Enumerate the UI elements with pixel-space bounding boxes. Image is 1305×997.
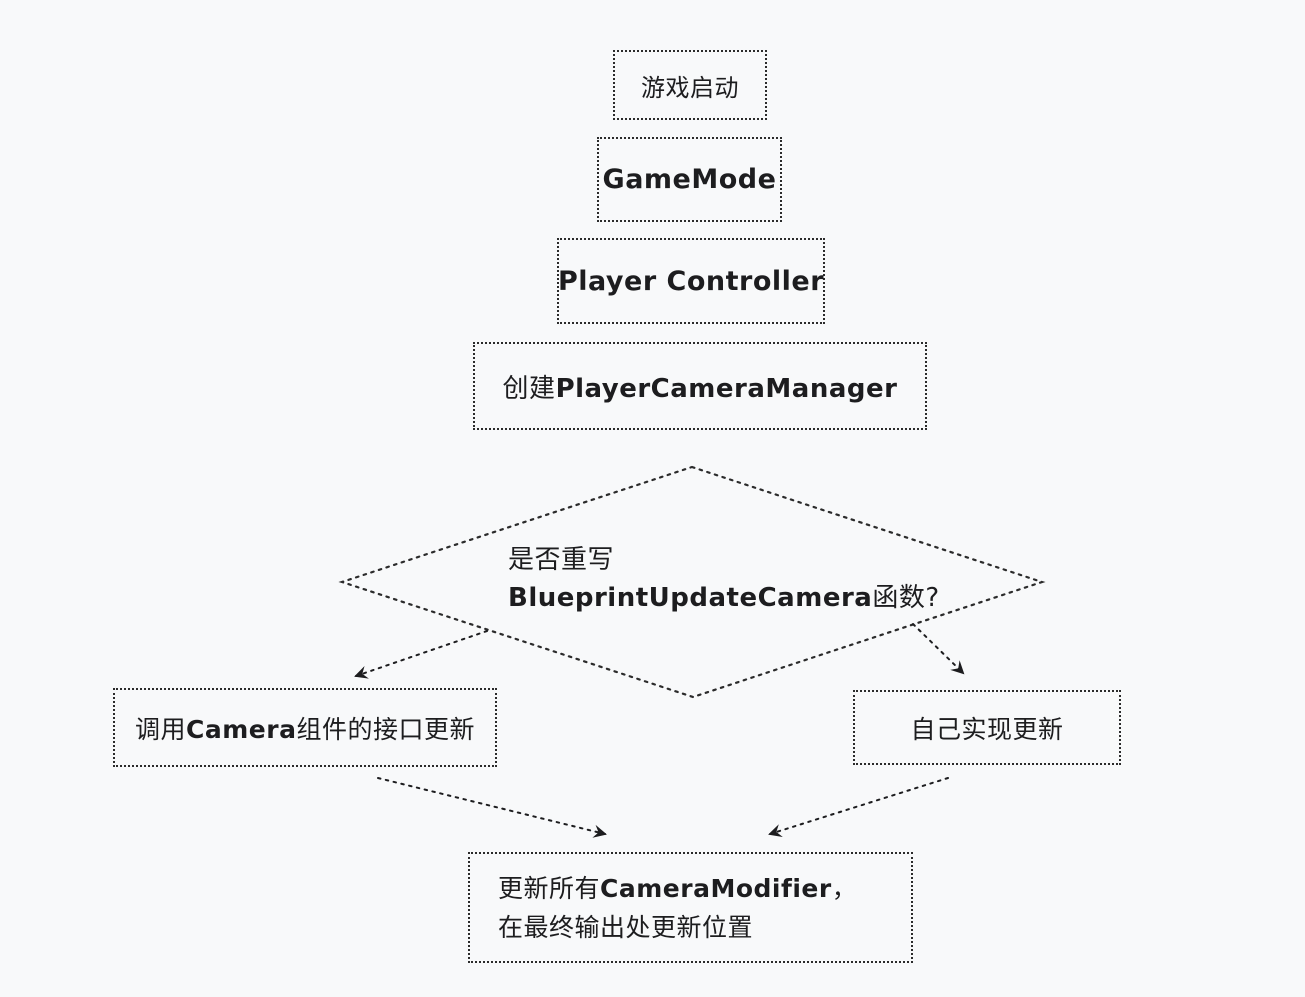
label-code: PlayerCameraManager bbox=[555, 373, 898, 404]
node-self-implement-update-label: 自己实现更新 bbox=[910, 714, 1064, 744]
decision-line2-code: BlueprintUpdateCamera bbox=[508, 583, 873, 613]
label-suffix-cn: 组件的接口更新 bbox=[296, 714, 475, 744]
label-code: Camera bbox=[186, 714, 297, 744]
node-gamemode: GameMode bbox=[597, 137, 782, 222]
decision-line1: 是否重写 bbox=[508, 545, 615, 575]
update-modifiers-line1: 更新所有CameraModifier， bbox=[498, 869, 857, 908]
node-player-controller: Player Controller bbox=[557, 238, 825, 324]
node-call-camera-interface: 调用Camera组件的接口更新 bbox=[113, 688, 497, 767]
node-update-camera-modifiers: 更新所有CameraModifier， 在最终输出处更新位置 bbox=[468, 852, 913, 963]
node-call-camera-interface-label: 调用Camera组件的接口更新 bbox=[135, 710, 475, 746]
update-modifiers-line2: 在最终输出处更新位置 bbox=[498, 912, 754, 942]
edge-decision-to-call-camera bbox=[354, 630, 488, 679]
node-game-start: 游戏启动 bbox=[613, 50, 767, 120]
label-prefix-cn: 创建 bbox=[502, 373, 556, 404]
node-player-controller-label: Player Controller bbox=[557, 265, 825, 297]
decision-line2-suffix: 函数? bbox=[872, 583, 940, 613]
label-code: CameraModifier bbox=[600, 873, 832, 903]
node-gamemode-label: GameMode bbox=[602, 164, 777, 195]
node-create-playercameramanager: 创建PlayerCameraManager bbox=[473, 342, 927, 430]
decision-line2: BlueprintUpdateCamera函数? bbox=[508, 579, 940, 617]
label-prefix-cn: 调用 bbox=[135, 714, 187, 744]
edge-decision-to-self-update bbox=[912, 623, 965, 675]
node-create-playercameramanager-label: 创建PlayerCameraManager bbox=[503, 368, 898, 405]
label-prefix-cn: 更新所有 bbox=[498, 873, 601, 903]
edge-call-camera-to-update-modifiers bbox=[377, 777, 607, 838]
node-game-start-label: 游戏启动 bbox=[641, 73, 739, 102]
label-comma: ， bbox=[831, 873, 858, 903]
edge-self-update-to-update-modifiers bbox=[768, 777, 949, 837]
decision-diamond bbox=[338, 465, 1046, 699]
node-decision-label: 是否重写 BlueprintUpdateCamera函数? bbox=[508, 541, 940, 617]
node-self-implement-update: 自己实现更新 bbox=[853, 690, 1121, 765]
